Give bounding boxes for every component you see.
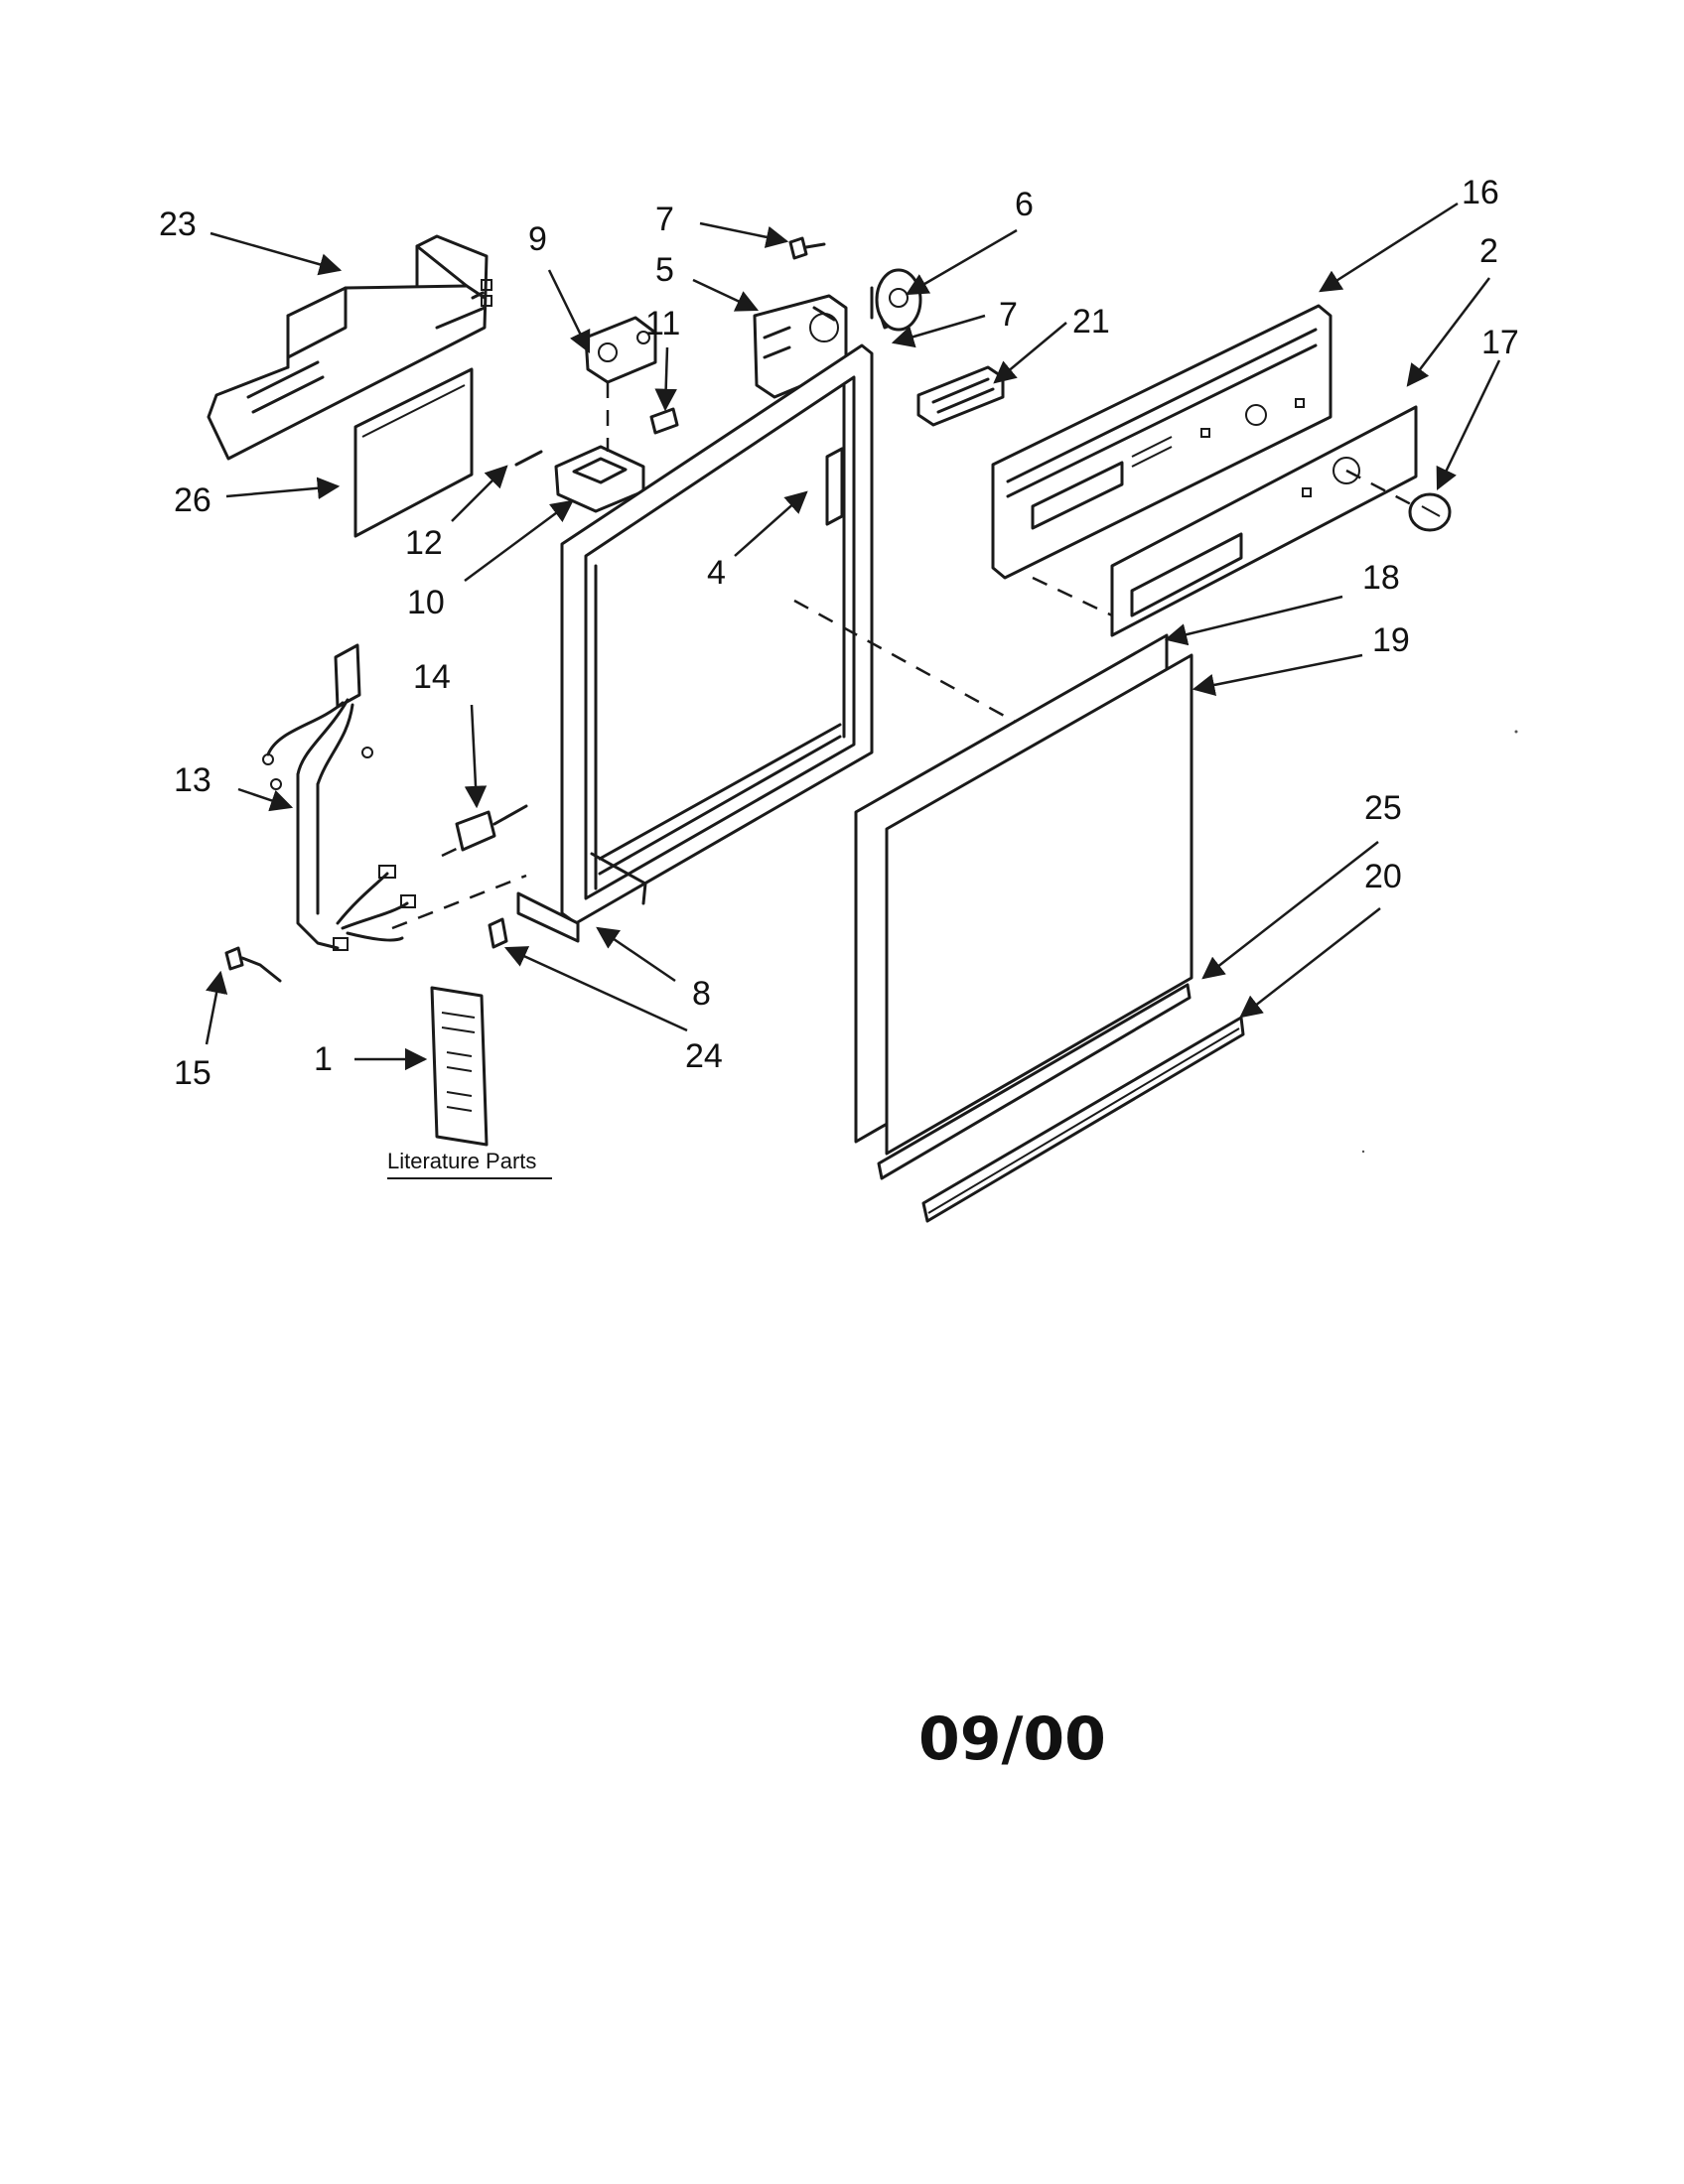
callout-6: 6 [1015, 186, 1034, 223]
callout-17: 17 [1481, 324, 1519, 361]
part-6-cam [870, 268, 922, 332]
part-11-switch [649, 407, 679, 435]
callout-14: 14 [413, 658, 451, 696]
leader-lines [205, 202, 1501, 1071]
callout-13: 13 [174, 761, 211, 799]
callout-1: 1 [314, 1040, 333, 1078]
part-20-trim [921, 1016, 1245, 1223]
part-2-overlay [1110, 405, 1418, 637]
callout-24: 24 [685, 1037, 723, 1075]
speck [1361, 1150, 1365, 1154]
part-13-wire-harness [262, 643, 416, 951]
callout-numbers: 23 26 9 11 12 10 7 5 6 7 21 16 2 17 4 18… [159, 174, 1519, 1092]
callout-5: 5 [655, 251, 674, 289]
callout-2: 2 [1479, 232, 1498, 270]
callout-18: 18 [1362, 559, 1400, 597]
part-24-clip [488, 917, 508, 949]
part-21-switch-module [916, 365, 1005, 427]
callout-20: 20 [1364, 858, 1402, 895]
callout-8: 8 [692, 975, 711, 1013]
part-25-trim [877, 983, 1192, 1180]
callout-12: 12 [405, 524, 443, 562]
part-15-screw [224, 946, 282, 983]
part-8-bracket [516, 891, 580, 943]
speck [1514, 730, 1518, 734]
callout-19: 19 [1372, 621, 1410, 659]
part-7-screw-top [788, 236, 826, 260]
callout-7-top: 7 [655, 201, 674, 238]
callout-25: 25 [1364, 789, 1402, 827]
part-26-insulation [353, 367, 474, 538]
callout-23: 23 [159, 205, 197, 243]
callout-9: 9 [528, 220, 547, 258]
part-23-vent-housing [207, 234, 492, 461]
part-19-door-panel-front [885, 653, 1193, 1156]
part-4-door-frame [560, 343, 874, 925]
part-12-pin [514, 450, 543, 467]
part-9-latch [584, 316, 657, 384]
callout-10: 10 [407, 584, 445, 621]
callout-21: 21 [1072, 303, 1110, 341]
part-1-literature [430, 986, 489, 1147]
literature-parts-label: Literature Parts [387, 1149, 536, 1173]
callout-7-mid: 7 [999, 296, 1018, 334]
callout-16: 16 [1462, 174, 1499, 211]
callout-11: 11 [645, 305, 680, 342]
part-14-connector [455, 804, 528, 852]
part-17-knob [1408, 492, 1452, 532]
callout-15: 15 [174, 1054, 211, 1092]
date-code: 09/00 [918, 1705, 1106, 1774]
callout-26: 26 [174, 481, 211, 519]
part-16-control-panel [991, 304, 1333, 580]
callout-4: 4 [707, 554, 726, 592]
